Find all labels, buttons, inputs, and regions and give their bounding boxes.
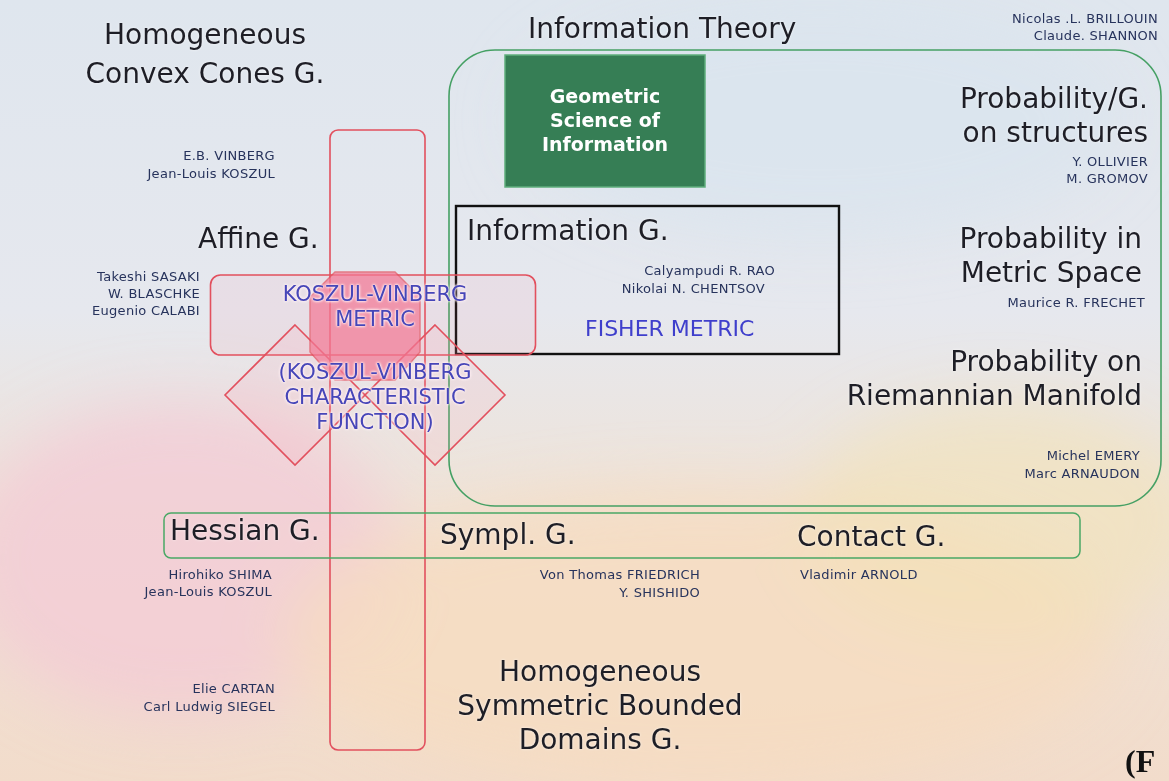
metric-label: FISHER METRIC xyxy=(585,316,754,343)
field-heading: Probability in Metric Space xyxy=(890,222,1142,290)
author-name: Carl Ludwig SIEGEL xyxy=(100,698,275,715)
author-name: Claude. SHANNON xyxy=(958,27,1158,44)
author-name: Jean-Louis KOSZUL xyxy=(100,583,272,600)
field-heading: Sympl. G. xyxy=(440,518,576,552)
author-name: Von Thomas FRIEDRICH xyxy=(480,566,700,583)
author-name: Eugenio CALABI xyxy=(20,302,200,319)
box-title: Information G. xyxy=(467,214,669,248)
author-name: Nikolai N. CHENTSOV xyxy=(545,280,765,297)
author-name: Michel EMERY xyxy=(990,447,1140,464)
metric-label: (KOSZUL-VINBERG CHARACTERISTIC FUNCTION) xyxy=(250,360,500,436)
author-name: M. GROMOV xyxy=(1000,170,1148,187)
field-heading: Probability on Riemannian Manifold xyxy=(800,345,1142,413)
region-outline xyxy=(449,50,1161,506)
author-name: Hirohiko SHIMA xyxy=(100,566,272,583)
author-name: Takeshi SASAKI xyxy=(20,268,200,285)
field-heading: Affine G. xyxy=(198,222,319,256)
field-heading: Information Theory xyxy=(528,12,796,46)
author-name: Vladimir ARNOLD xyxy=(800,566,918,583)
field-heading: Homogeneous Symmetric Bounded Domains G. xyxy=(435,655,765,757)
author-name: Elie CARTAN xyxy=(100,680,275,697)
author-name: E.B. VINBERG xyxy=(120,147,275,164)
figure-mark: (F xyxy=(1125,742,1155,781)
field-heading: Homogeneous Convex Cones G. xyxy=(55,16,355,93)
field-heading: Hessian G. xyxy=(170,514,320,548)
author-name: Y. SHISHIDO xyxy=(480,584,700,601)
highlight-box: Geometric Science of Information xyxy=(505,55,705,187)
author-name: Calyampudi R. RAO xyxy=(560,262,775,279)
author-name: Marc ARNAUDON xyxy=(990,465,1140,482)
box-fill xyxy=(505,55,705,187)
cross-emblem: KOSZUL-VINBERG METRIC (KOSZUL-VINBERG CHA… xyxy=(210,270,545,470)
author-name: Nicolas .L. BRILLOUIN xyxy=(958,10,1158,27)
author-name: Jean-Louis KOSZUL xyxy=(120,165,275,182)
field-heading: Probability/G. on structures xyxy=(926,82,1148,150)
author-name: Y. OLLIVIER xyxy=(1000,153,1148,170)
metric-label: KOSZUL-VINBERG METRIC xyxy=(250,282,500,332)
band-outline xyxy=(164,513,1080,558)
geometry-band: Hessian G. Sympl. G. Contact G. xyxy=(163,512,1081,559)
field-heading: Contact G. xyxy=(797,520,945,554)
field-region: Information TheoryNicolas .L. BRILLOUINC… xyxy=(448,8,1162,508)
author-name: Maurice R. FRECHET xyxy=(960,294,1145,311)
author-name: W. BLASCHKE xyxy=(20,285,200,302)
box-title: Geometric Science of Information xyxy=(515,85,695,156)
